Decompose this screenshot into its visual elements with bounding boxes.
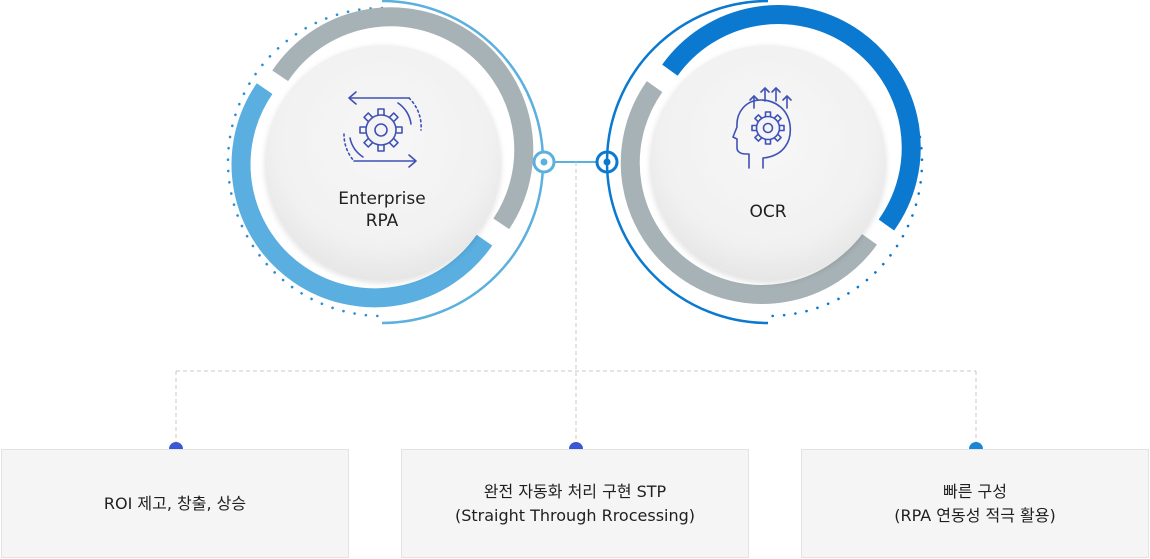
benefit-card-roi: ROI 제고, 창출, 상승: [1, 449, 349, 558]
tree-connectors: [175, 162, 977, 448]
benefit-card-quick-setup: 빠른 구성 (RPA 연동성 적극 활용): [801, 449, 1149, 558]
ocr-inner-disc: [650, 45, 886, 281]
ocr-gray-ring-arc: [620, 81, 877, 304]
rpa-inner-disc: [265, 45, 501, 281]
ocr-label-line-1: OCR: [749, 202, 787, 222]
rpa-blue-ring-arc: [231, 83, 493, 308]
rpa-gray-ring-arc: [272, 7, 534, 230]
ocr-blue-ring-arc: [662, 5, 921, 231]
enterprise-rpa-label: Enterprise RPA: [302, 188, 462, 232]
ocr-outer-arc: [605, 0, 769, 325]
rpa-dotted-arc: [226, 6, 384, 318]
ocr-label: OCR: [688, 201, 848, 223]
head-gear-icon: [732, 87, 792, 169]
enterprise-rpa-label-line-2: RPA: [365, 211, 399, 231]
enterprise-rpa-diagram: [226, 0, 545, 325]
benefit-card-stp-text-1: 완전 자동화 처리 구현 STP: [483, 481, 667, 501]
enterprise-rpa-label-line-1: Enterprise: [338, 189, 426, 209]
ocr-diagram: [605, 0, 924, 325]
benefit-card-quick-setup-text-1: 빠른 구성: [943, 481, 1007, 501]
benefit-card-stp: 완전 자동화 처리 구현 STP (Straight Through Rroce…: [401, 449, 749, 558]
benefit-card-quick-setup-text-2: (RPA 연동성 적극 활용): [894, 505, 1056, 525]
ocr-dotted-arc: [766, 6, 924, 318]
benefit-card-stp-text-2: (Straight Through Rrocessing): [454, 505, 696, 525]
benefit-card-roi-text: ROI 제고, 창출, 상승: [103, 493, 247, 513]
gear-cycle-icon: [343, 91, 422, 168]
